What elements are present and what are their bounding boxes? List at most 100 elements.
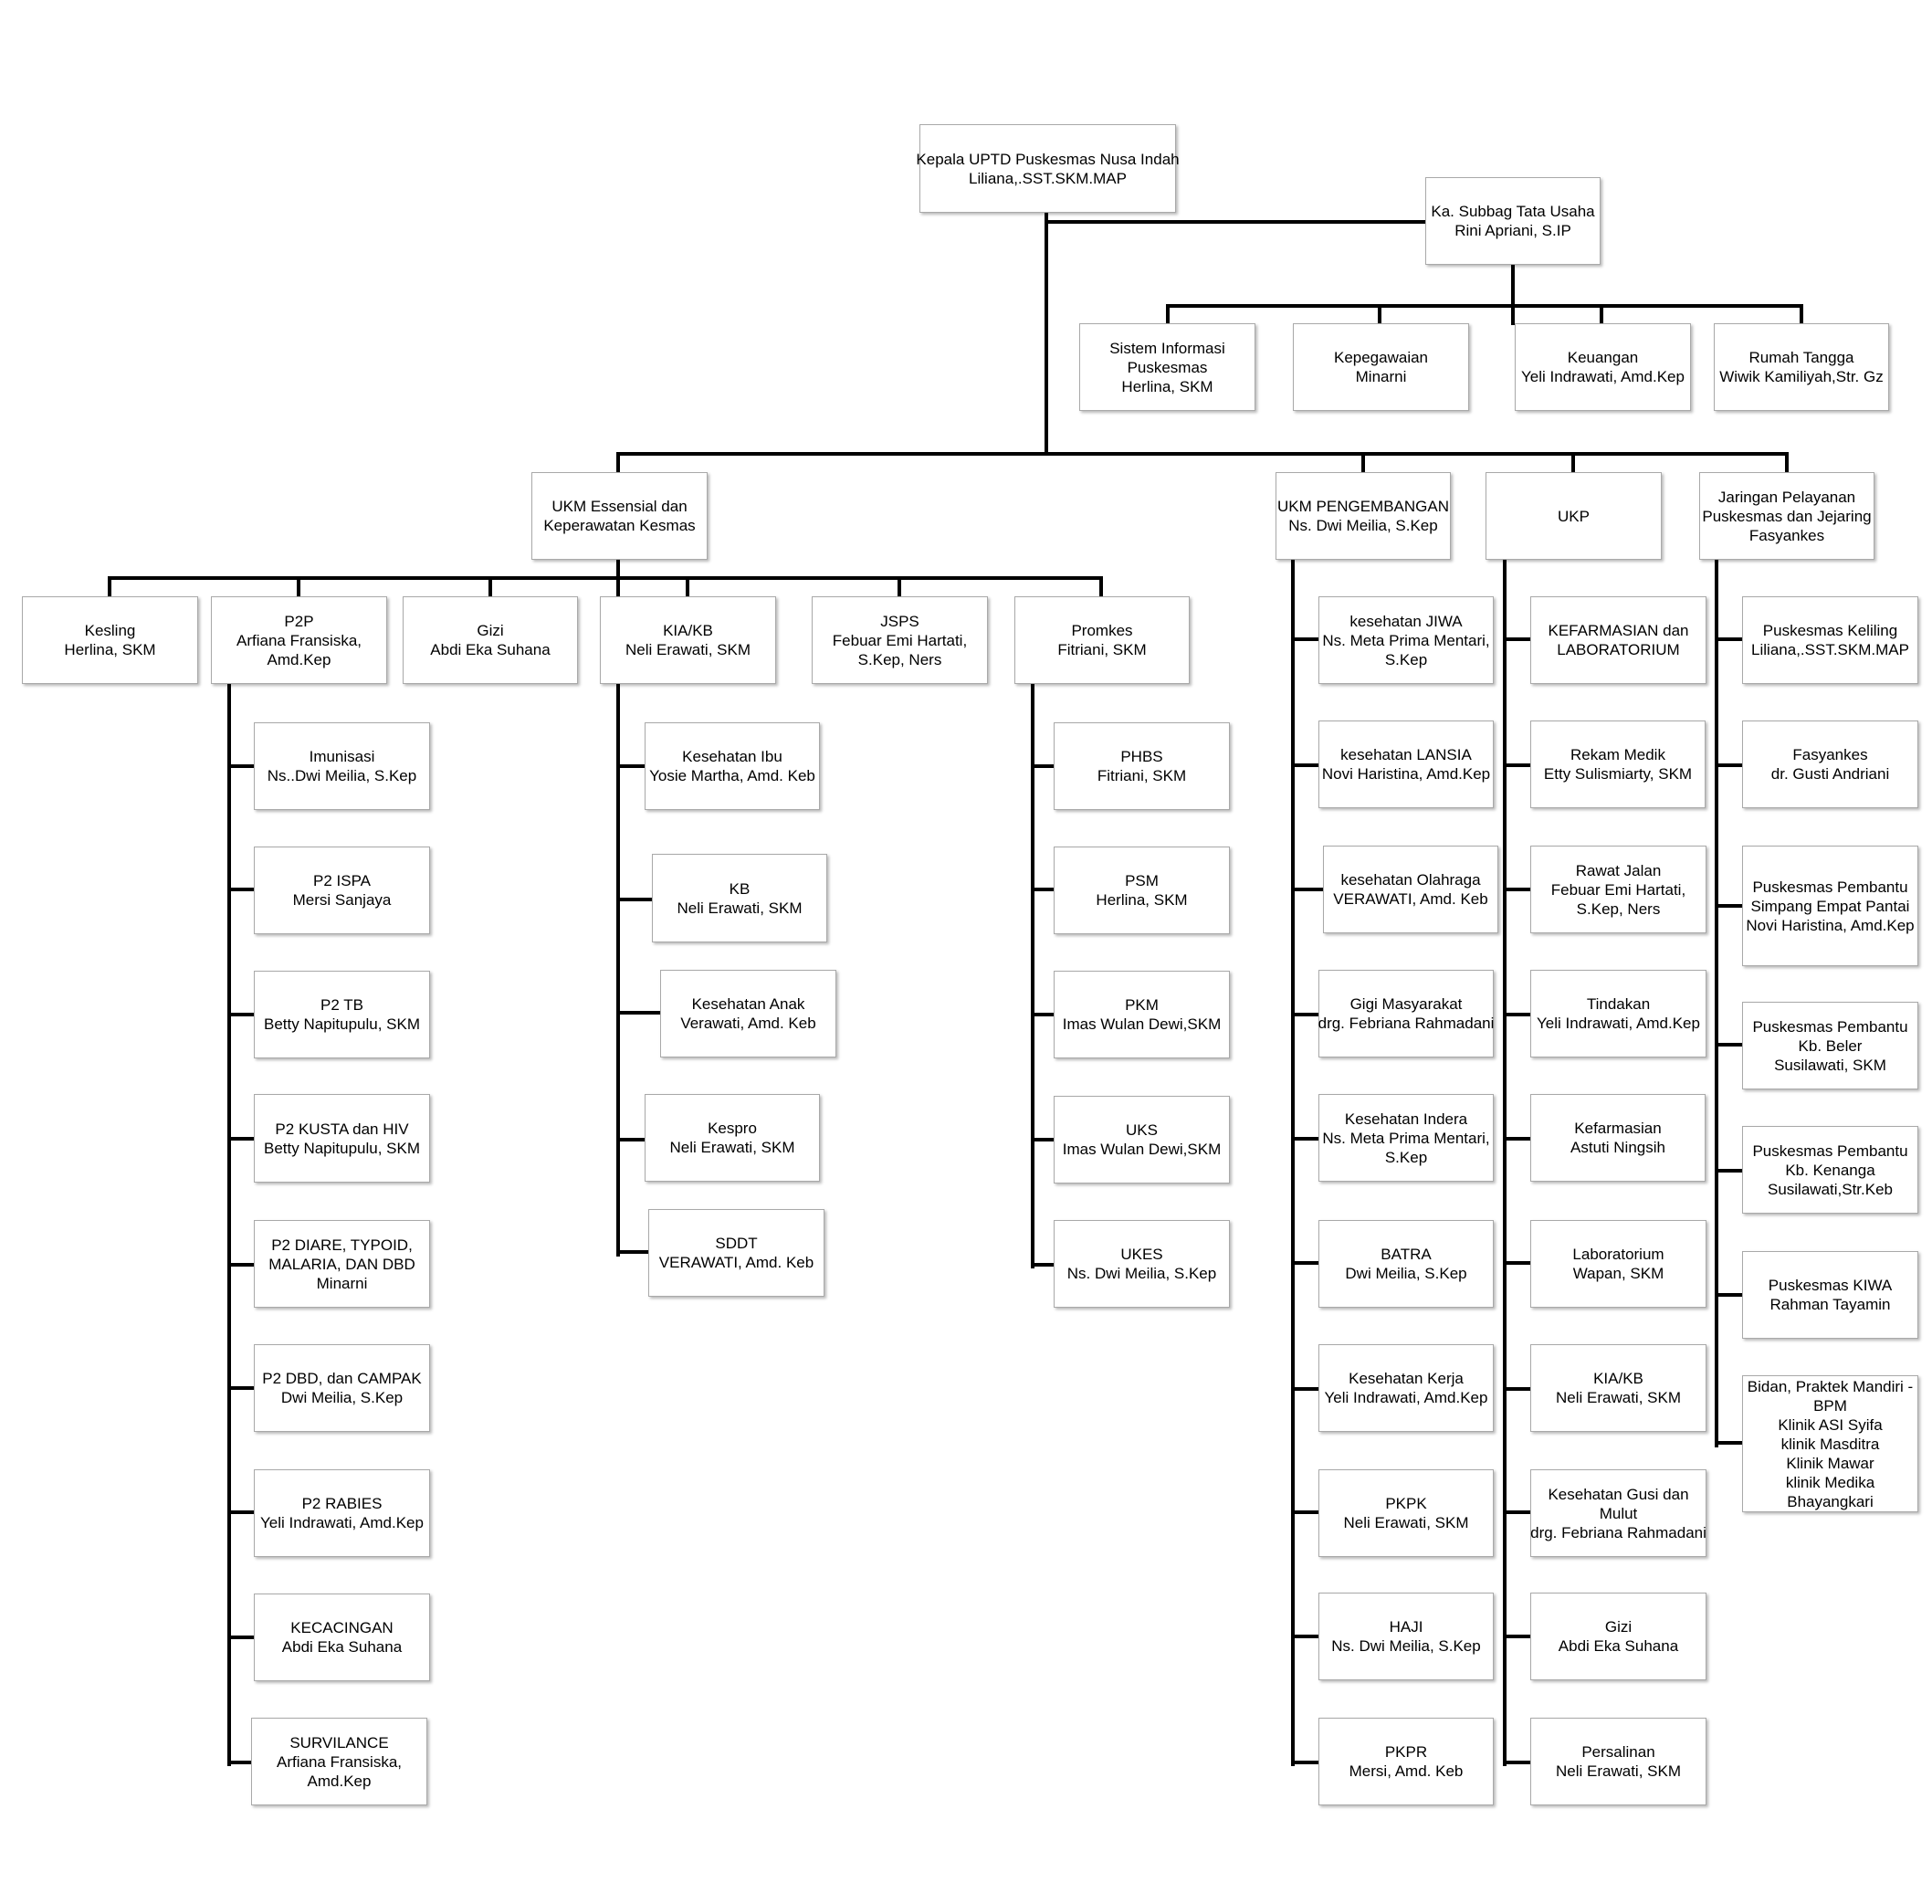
org-box-line: Rini Apriani, S.IP [1454, 222, 1571, 239]
org-box-line: Abdi Eka Suhana [430, 641, 551, 658]
connector-line [616, 558, 620, 598]
connector-line [616, 452, 1789, 456]
org-box-line: Imas Wulan Dewi,SKM [1062, 1015, 1222, 1033]
connector-line [227, 1636, 256, 1639]
org-box-line: UKM Essensial dan [551, 498, 688, 515]
org-box-line: Amd.Kep [267, 650, 331, 668]
connector-line [227, 1013, 256, 1016]
connector-line [1503, 1510, 1532, 1514]
connector-line [1031, 888, 1055, 891]
org-box-line: Kefarmasian [1574, 1120, 1662, 1137]
connector-line [1715, 1293, 1744, 1297]
org-box-line: Liliana,.SST.SKM.MAP [969, 169, 1127, 187]
connector-line [1378, 304, 1381, 325]
connector-line [616, 1138, 646, 1141]
org-box-p2-7: P2 RABIES Yeli Indrawati, Amd.Kep [254, 1469, 430, 1557]
org-box-line: Laboratorium [1572, 1246, 1664, 1263]
connector-line [108, 576, 1103, 580]
org-box-line: Verawati, Amd. Keb [680, 1015, 816, 1032]
org-box-line: Klinik Mawar [1786, 1454, 1874, 1472]
org-box-line: Jaringan Pelayanan [1717, 488, 1856, 506]
connector-line [227, 1510, 256, 1514]
org-box-line: Ns. Dwi Meilia, S.Kep [1288, 517, 1438, 534]
org-box-line: Rekam Medik [1570, 746, 1665, 763]
org-box-line: Abdi Eka Suhana [281, 1638, 403, 1656]
org-box-line: P2 RABIES [301, 1495, 383, 1512]
connector-line [616, 1011, 662, 1015]
connector-line [1361, 452, 1365, 474]
org-box-line: Amd.Kep [307, 1772, 372, 1790]
org-box-line: KB [729, 879, 751, 898]
org-box-line: Susilawati, SKM [1774, 1056, 1886, 1074]
connector-line [1291, 1013, 1320, 1016]
org-box-line: UKES [1120, 1246, 1163, 1263]
connector-line [1503, 1387, 1532, 1391]
org-box-line: KECACINGAN [290, 1619, 394, 1636]
connector-line [1503, 763, 1532, 767]
org-box-line: klinik Masditra [1780, 1435, 1880, 1453]
org-box-line: Promkes [1071, 622, 1133, 639]
org-box-line: Puskesmas Pembantu [1752, 1017, 1908, 1036]
connector-line [1715, 1441, 1744, 1445]
org-box-line: Febuar Emi Hartati, [832, 631, 968, 649]
connector-line [227, 1386, 256, 1390]
org-box-line: PSM [1125, 872, 1159, 889]
org-box-line: kesehatan LANSIA [1340, 746, 1472, 763]
org-box-line: Yeli Indrawati, Amd.Kep [1521, 368, 1685, 385]
org-box-line: Arfiana Fransiska, [236, 631, 362, 649]
org-box-line: BPM [1813, 1396, 1847, 1415]
org-box-line: P2 TB [320, 996, 363, 1014]
org-box-line: Novi Haristina, Amd.Kep [1746, 916, 1915, 934]
org-box-line: Minarni [1355, 368, 1407, 385]
org-box-line: Persalinan [1581, 1743, 1655, 1761]
org-box-line: Keperawatan Kesmas [543, 517, 696, 534]
org-box-line: Kesehatan Gusi dan [1548, 1485, 1689, 1503]
connector-line [1031, 1013, 1055, 1016]
org-box-line: S.Kep [1384, 1148, 1428, 1166]
connector-line [1291, 1635, 1320, 1638]
org-box-line: Kb. Beler [1798, 1036, 1863, 1055]
org-box-line: Ns. Dwi Meilia, S.Kep [1066, 1265, 1217, 1282]
org-box-line: Gizi [477, 622, 504, 639]
org-box-line: UKP [1558, 507, 1590, 525]
connector-line [1503, 1261, 1532, 1265]
org-box-line: VERAWATI, Amd. Keb [1333, 890, 1488, 908]
connector-line [1503, 558, 1507, 1766]
org-box-line: drg. Febriana Rahmadani [1530, 1523, 1706, 1541]
org-box-line: dr. Gusti Andriani [1770, 765, 1890, 783]
connector-line [1503, 1635, 1532, 1638]
org-box-line: Yeli Indrawati, Amd.Kep [260, 1514, 424, 1531]
org-box-line: Wapan, SKM [1572, 1265, 1664, 1282]
connector-line [1715, 763, 1744, 767]
connector-line [1291, 888, 1325, 891]
org-box-line: Kesehatan Kerja [1349, 1370, 1464, 1387]
org-box-line: HAJI [1389, 1618, 1423, 1636]
org-box-line: SURVILANCE [289, 1733, 389, 1751]
org-box-line: Kesling [84, 622, 136, 639]
org-box-line: Ns. Meta Prima Mentari, [1322, 1129, 1490, 1147]
org-box-line: Neli Erawati, SKM [1556, 1389, 1681, 1406]
org-box-line: LABORATORIUM [1557, 641, 1680, 658]
org-box-line: Puskesmas [1127, 358, 1208, 376]
org-box-line: kesehatan JIWA [1349, 612, 1463, 630]
connector-line [1291, 637, 1320, 641]
connector-line [1166, 304, 1803, 308]
connector-line [227, 682, 231, 1766]
